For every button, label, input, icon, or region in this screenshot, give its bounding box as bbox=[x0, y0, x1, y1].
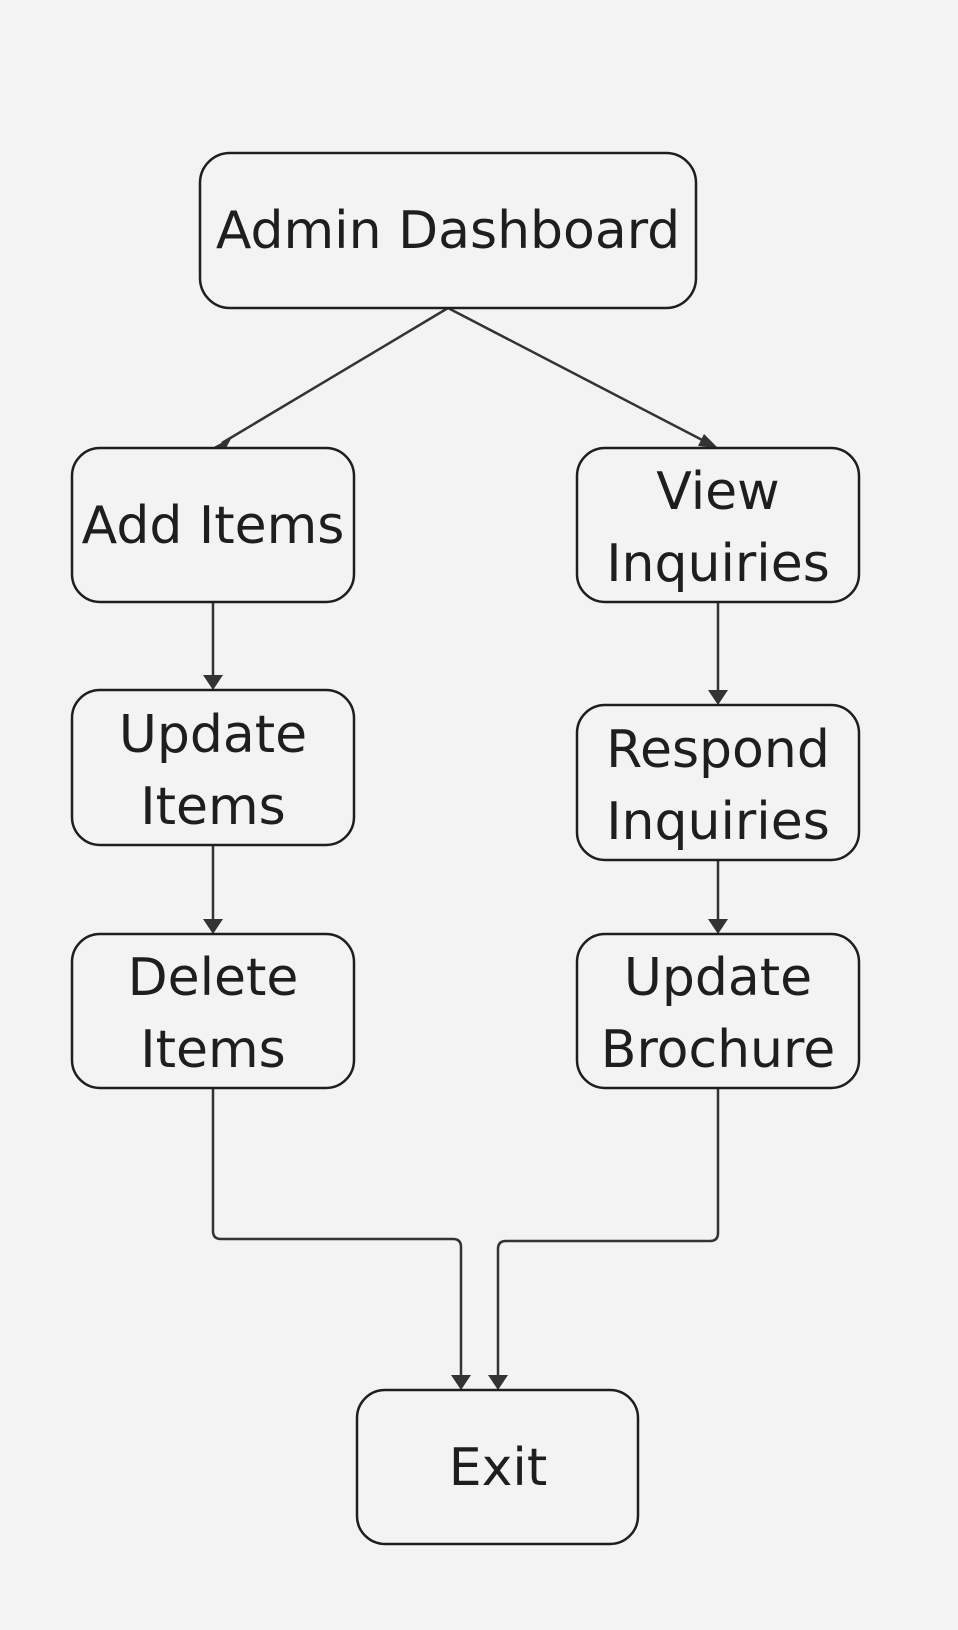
node-admin-dashboard: Admin Dashboard bbox=[198, 151, 698, 310]
node-view-inquiries-label-line-2: Inquiries bbox=[606, 534, 830, 594]
node-exit: Exit bbox=[355, 1388, 640, 1546]
arrowhead-exit-left bbox=[451, 1375, 471, 1390]
node-admin-dashboard-box bbox=[198, 151, 698, 310]
edge-update-brochure-to-exit bbox=[496, 1088, 720, 1380]
node-admin-dashboard-label: Admin Dashboard bbox=[216, 201, 680, 261]
arrowhead-delete-items bbox=[203, 919, 223, 934]
node-update-items-label-line-2: Items bbox=[140, 777, 285, 837]
node-update-items: Update Items bbox=[70, 688, 356, 847]
edge-admin-dashboard-to-view-inquiries bbox=[447, 306, 709, 445]
arrowhead-update-items bbox=[203, 675, 223, 690]
node-add-items: Add Items bbox=[70, 446, 356, 604]
edge-admin-dashboard-to-add-items bbox=[221, 306, 449, 445]
edge-delete-items-to-exit bbox=[211, 1088, 463, 1380]
node-update-items-label-line-1: Update bbox=[119, 705, 307, 765]
arrowhead-view-inquiries bbox=[698, 434, 718, 448]
node-update-brochure: Update Brochure bbox=[575, 932, 861, 1090]
node-update-brochure-label-line-2: Brochure bbox=[601, 1020, 835, 1080]
node-update-brochure-box bbox=[575, 932, 861, 1090]
node-delete-items-box bbox=[70, 932, 356, 1090]
node-respond-inquiries-label-line-2: Inquiries bbox=[606, 792, 830, 852]
node-delete-items: Delete Items bbox=[70, 932, 356, 1090]
node-view-inquiries: View Inquiries bbox=[575, 446, 861, 604]
arrowhead-update-brochure bbox=[708, 919, 728, 934]
node-update-items-box bbox=[70, 688, 356, 847]
node-view-inquiries-box bbox=[575, 446, 861, 604]
edges bbox=[203, 306, 728, 1390]
node-view-inquiries-label-line-1: View bbox=[656, 462, 779, 522]
node-exit-box bbox=[355, 1388, 640, 1546]
node-respond-inquiries-box bbox=[575, 703, 861, 862]
node-add-items-box bbox=[70, 446, 356, 604]
node-delete-items-label-line-2: Items bbox=[140, 1020, 285, 1080]
arrowhead-exit-right bbox=[488, 1375, 508, 1390]
node-update-brochure-label-line-1: Update bbox=[624, 948, 812, 1008]
node-respond-inquiries-label-line-1: Respond bbox=[606, 720, 830, 780]
arrowhead-respond-inquiries bbox=[708, 690, 728, 705]
node-exit-label: Exit bbox=[449, 1438, 547, 1498]
node-respond-inquiries: Respond Inquiries bbox=[575, 703, 861, 862]
node-add-items-label: Add Items bbox=[82, 496, 345, 556]
node-delete-items-label-line-1: Delete bbox=[128, 948, 299, 1008]
arrowhead-add-items bbox=[212, 437, 232, 448]
